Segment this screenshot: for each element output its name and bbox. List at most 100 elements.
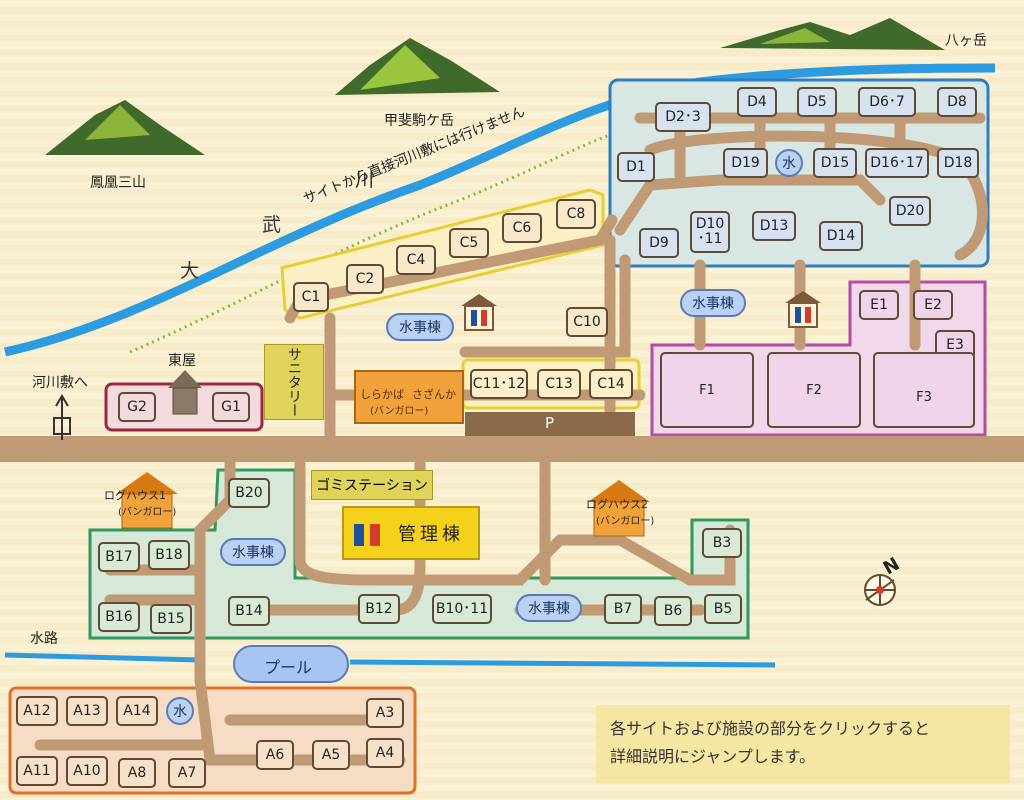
- water-channel: [4, 652, 776, 668]
- mountain-yatsugatake-icon: [720, 18, 945, 50]
- site-e2[interactable]: E2: [913, 290, 953, 320]
- site-a12[interactable]: A12: [16, 696, 58, 726]
- site-a6[interactable]: A6: [256, 740, 294, 770]
- site-d15[interactable]: D15: [813, 148, 857, 178]
- site-b15[interactable]: B15: [150, 604, 192, 634]
- site-a7[interactable]: A7: [168, 758, 206, 788]
- site-c11-12[interactable]: C11･12: [470, 369, 528, 399]
- kasen-label: 河川敷へ: [32, 375, 88, 391]
- site-c8[interactable]: C8: [556, 199, 596, 229]
- parking-area: [465, 412, 635, 436]
- water-station-a[interactable]: 水: [166, 697, 194, 725]
- shirakaba-label: しらかば: [360, 388, 404, 401]
- site-d13[interactable]: D13: [752, 211, 796, 241]
- mountain-kaikoma-label: 甲斐駒ケ岳: [384, 113, 454, 129]
- site-c4[interactable]: C4: [396, 245, 436, 275]
- sazanka-label: さざんか: [412, 388, 456, 401]
- restroom-icon: [354, 524, 380, 546]
- river-char-2: 武: [262, 214, 282, 236]
- pool-shape: [233, 645, 349, 683]
- site-c6[interactable]: C6: [502, 213, 542, 243]
- site-d9[interactable]: D9: [639, 228, 679, 258]
- water-station-d[interactable]: 水: [775, 149, 803, 177]
- log-house-2-sub: (バンガロー): [596, 516, 655, 527]
- log-house-1-label: ログハウス1: [104, 489, 166, 502]
- site-e1[interactable]: E1: [859, 290, 899, 320]
- site-b5[interactable]: B5: [704, 594, 742, 624]
- site-d6-7[interactable]: D6･7: [858, 87, 916, 117]
- water-building-b-east[interactable]: 水事棟: [516, 594, 582, 622]
- compass-icon: [864, 574, 896, 606]
- site-b12[interactable]: B12: [358, 594, 400, 624]
- mountain-houou-icon: [45, 100, 205, 155]
- site-b18[interactable]: B18: [148, 540, 190, 570]
- site-a3[interactable]: A3: [366, 698, 404, 728]
- site-d19[interactable]: D19: [723, 148, 768, 178]
- bungalow-shirakaba-sazanka[interactable]: しらかば さざんか (バンガロー): [354, 370, 464, 424]
- site-a14[interactable]: A14: [116, 696, 158, 726]
- site-c14[interactable]: C14: [589, 369, 633, 399]
- site-d14[interactable]: D14: [819, 221, 863, 251]
- azumaya-icon[interactable]: [166, 368, 204, 416]
- site-a8[interactable]: A8: [118, 758, 156, 788]
- bridge-icon: [53, 417, 71, 435]
- suiro-label: 水路: [30, 631, 58, 647]
- water-building-c[interactable]: 水事棟: [386, 313, 454, 341]
- site-a11[interactable]: A11: [16, 756, 58, 786]
- site-c5[interactable]: C5: [449, 228, 489, 258]
- toilet-d-icon[interactable]: [783, 289, 823, 329]
- river-char-3: 川: [355, 169, 375, 191]
- site-d18[interactable]: D18: [937, 148, 979, 178]
- site-g2[interactable]: G2: [118, 392, 156, 422]
- site-f3[interactable]: F3: [873, 352, 975, 428]
- site-b20[interactable]: B20: [228, 478, 270, 508]
- pool-label[interactable]: プール: [264, 658, 313, 677]
- azumaya-label: 東屋: [168, 353, 196, 369]
- site-d5[interactable]: D5: [797, 87, 837, 117]
- site-b14[interactable]: B14: [228, 596, 270, 626]
- site-a4[interactable]: A4: [366, 738, 404, 768]
- site-b10-11[interactable]: B10･11: [432, 594, 492, 624]
- site-d8[interactable]: D8: [937, 87, 977, 117]
- site-b6[interactable]: B6: [654, 596, 692, 626]
- site-a5[interactable]: A5: [312, 740, 350, 770]
- management-building[interactable]: 管理棟: [342, 506, 480, 560]
- instruction-line-1: 各サイトおよび施設の部分をクリックすると: [610, 719, 931, 738]
- site-f1[interactable]: F1: [660, 352, 754, 428]
- gomi-label: ゴミステーション: [316, 478, 428, 494]
- water-building-d[interactable]: 水事棟: [680, 289, 746, 317]
- log-house-1-sub: (バンガロー): [118, 507, 177, 518]
- site-d1[interactable]: D1: [617, 152, 655, 182]
- site-d2-3[interactable]: D2･3: [655, 102, 711, 132]
- toilet-c-icon[interactable]: [459, 292, 499, 332]
- site-c1[interactable]: C1: [293, 282, 329, 312]
- site-b3[interactable]: B3: [702, 528, 742, 558]
- site-d4[interactable]: D4: [737, 87, 777, 117]
- site-b7[interactable]: B7: [604, 594, 642, 624]
- river-char-1: 大: [180, 260, 200, 282]
- management-label: 管理棟: [398, 524, 464, 545]
- site-f2[interactable]: F2: [767, 352, 861, 428]
- site-d20[interactable]: D20: [889, 196, 931, 226]
- site-b16[interactable]: B16: [98, 602, 140, 632]
- site-d10-11[interactable]: D10 ･11: [690, 211, 730, 253]
- site-c2[interactable]: C2: [346, 264, 384, 294]
- water-building-b-west[interactable]: 水事棟: [220, 538, 286, 566]
- site-d16-17[interactable]: D16･17: [865, 148, 929, 178]
- mountain-kaikoma-icon: [335, 38, 500, 95]
- sanitary-building[interactable]: サニタリー: [264, 344, 324, 420]
- mountain-yatsugatake-label: 八ヶ岳: [945, 33, 987, 49]
- mountain-houou-label: 鳳凰三山: [90, 175, 146, 191]
- gomi-station[interactable]: ゴミステーション: [311, 470, 433, 500]
- site-b17[interactable]: B17: [98, 542, 140, 572]
- log-house-1[interactable]: [112, 468, 182, 530]
- site-a13[interactable]: A13: [66, 696, 108, 726]
- site-g1[interactable]: G1: [212, 392, 250, 422]
- instruction-note: 各サイトおよび施設の部分をクリックすると 詳細説明にジャンプします。: [596, 705, 1010, 783]
- parking-label: P: [545, 414, 555, 432]
- log-house-2[interactable]: [584, 476, 654, 538]
- site-c10[interactable]: C10: [566, 307, 608, 337]
- site-c13[interactable]: C13: [537, 369, 581, 399]
- site-a10[interactable]: A10: [66, 756, 108, 786]
